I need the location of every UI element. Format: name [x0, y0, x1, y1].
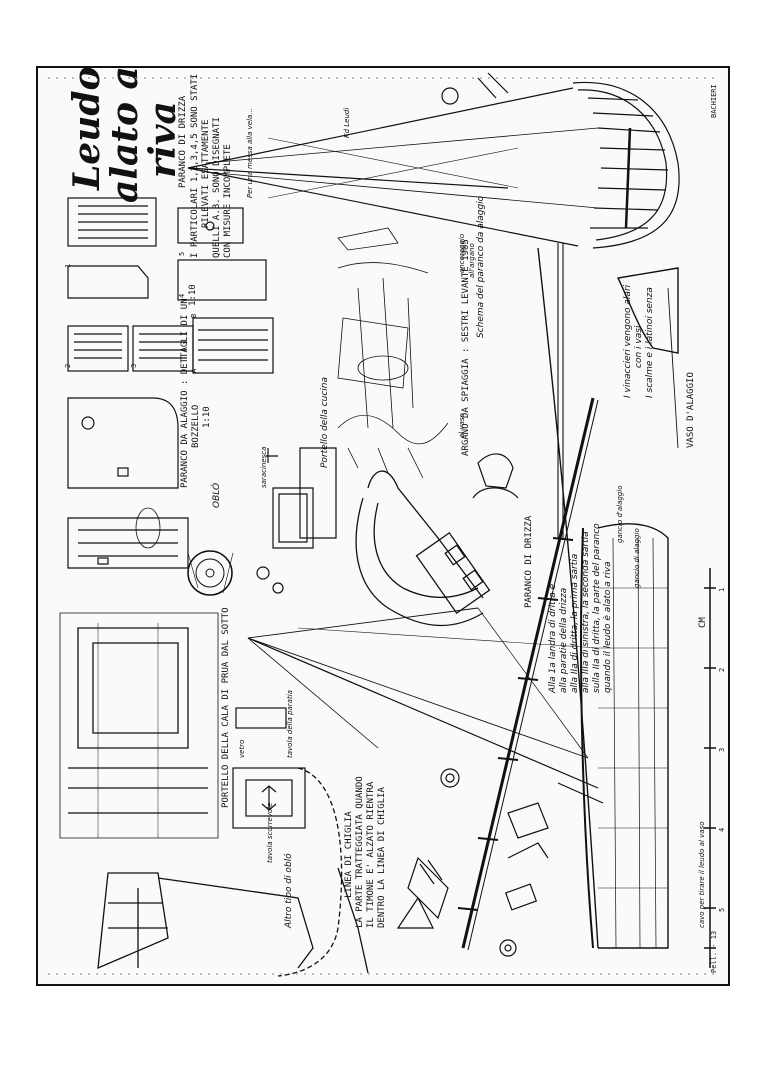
part-number-1: 1 [64, 263, 72, 268]
part-label-a: A [190, 368, 198, 373]
part-number-4: 4 [178, 293, 186, 298]
note-particolari-1: I PARTICOLARI 1,2,3,4,5 SONO STATI [190, 73, 200, 258]
label-tavola-paratia: tavola della paratia [286, 690, 294, 758]
label-all-argano: all'argano [468, 243, 476, 278]
label-tavola-scorrevole: tavola scorrevole [266, 802, 274, 863]
title-line-2: alato a [104, 66, 146, 203]
rudder-keel [97, 767, 369, 977]
title-line-3: riva [142, 101, 184, 178]
label-vetro: vetro [238, 739, 246, 758]
label-parte-tratteggiata-1: LA PARTE TRATTEGGIATA QUANDO [355, 776, 365, 928]
plan-drawing [48, 72, 718, 977]
label-alla-6: quando il leudo è alato a riva [603, 561, 613, 693]
drawing-sheet: Leudo alato a riva PARANCO DI DRIZZA I P… [36, 66, 730, 986]
part-number-3: 3 [130, 363, 138, 368]
label-schema-paranco: Schema del paranco da alaggio [476, 195, 486, 338]
label-parte-tratteggiata-2: IL TIMONE E' ALZATO RIENTRA [366, 781, 376, 928]
scale-mark-3: 3 [718, 747, 726, 752]
label-saracinesca: saracinesca [260, 446, 268, 488]
scale-mark-1: 1 [718, 587, 726, 592]
label-paranco-drizza: PARANCO DI DRIZZA [524, 515, 534, 608]
note-particolari-2: RILEVATI ESATTAMENTE [201, 119, 211, 228]
label-gancio-alaggio-2: gancio di alaggio [633, 528, 641, 588]
block-details [67, 197, 274, 569]
label-vaso-alaggio: VASO D'ALAGGIO [686, 372, 696, 448]
signature: BACHIERI [710, 84, 718, 118]
cala-portello-sketch [59, 612, 219, 839]
altro-oblo-drawing [232, 707, 306, 829]
label-vinaccieri-2: con i vasi [634, 325, 644, 368]
label-ancoraggio: ancoraggio [458, 233, 466, 273]
bow-rigging-view [187, 72, 680, 249]
hull-side-view [537, 243, 679, 949]
part-number-5: 5 [178, 251, 186, 256]
part-label-b: B [190, 313, 198, 318]
label-parte-tratteggiata-3: DENTRO LA LINEA DI CHIGLIA [377, 787, 387, 928]
label-alla-2: alla paratie della drizza [559, 587, 569, 693]
small-hardware [396, 453, 604, 957]
label-cavo-riva: cavo per tirare il leudo al vaso [698, 821, 706, 928]
paranco-drizza-drawing [355, 470, 491, 627]
label-altro-tipo-oblo: Altro tipo di obló [284, 853, 294, 928]
note-leudi: Kd Leudi [343, 107, 351, 138]
label-alla-4: alla IIIa di sinistra, la seconda sartia [581, 531, 591, 693]
label-vinaccieri-1: I vinaccieri vengono alari [623, 284, 633, 398]
label-gancio-alaggio-1: gancio d'alaggio [616, 485, 624, 543]
scale-1-10b: 1:10 [202, 406, 212, 428]
label-oblo: OBLÓ [212, 482, 222, 508]
scale-mark-4: 4 [718, 827, 726, 832]
note-paranco-drizza-heading: PARANCO DI DRIZZA [178, 95, 188, 188]
label-portello-calla: PORTELLO DELLA CALA DI PRUA DAL SOTTO [221, 607, 231, 808]
label-alla-3: alla IIa di dritta, la prima sartia [570, 553, 580, 693]
scale-mark-5: 5 [718, 907, 726, 912]
label-alla-1: Alla 1a landra di dritta e [548, 583, 558, 693]
note-per-una-messa: Per una messa alla vela... [246, 107, 254, 198]
footer-ref: Pell. - 13 [710, 930, 718, 973]
note-paranco-alaggio-heading: PARANCO DA ALAGGIO : DETTAGLI DI UN [180, 298, 190, 488]
note-paranco-alaggio-sub: BOZZELLO [191, 404, 201, 448]
part-number-2: 2 [64, 363, 72, 368]
label-linea-chiglia: LINEA DI CHIGLIA [344, 811, 354, 898]
label-al-vaso: al vaso [458, 413, 466, 438]
label-cm: CM [698, 617, 708, 628]
label-alla-5: sulla IIa di dritta, la parte del paranc… [592, 523, 602, 693]
oblo-porthole [187, 550, 234, 596]
label-vinaccieri-3: I scalme e i latinoi senza [645, 287, 655, 398]
title-line-1: Leudo [66, 66, 108, 190]
bozzello-assembly [256, 447, 337, 594]
argano-sketch [337, 227, 449, 479]
mast-and-yard [247, 397, 599, 951]
label-portello-cucina: Portello della cucina [320, 376, 330, 468]
scale-bar [704, 568, 716, 968]
note-particolari-4: CON MISURE INCOMPLETE [223, 144, 233, 258]
note-particolari-3: QUELLI A.B. SONO DISEGNATI [212, 117, 222, 258]
scale-mark-2: 2 [718, 667, 726, 672]
